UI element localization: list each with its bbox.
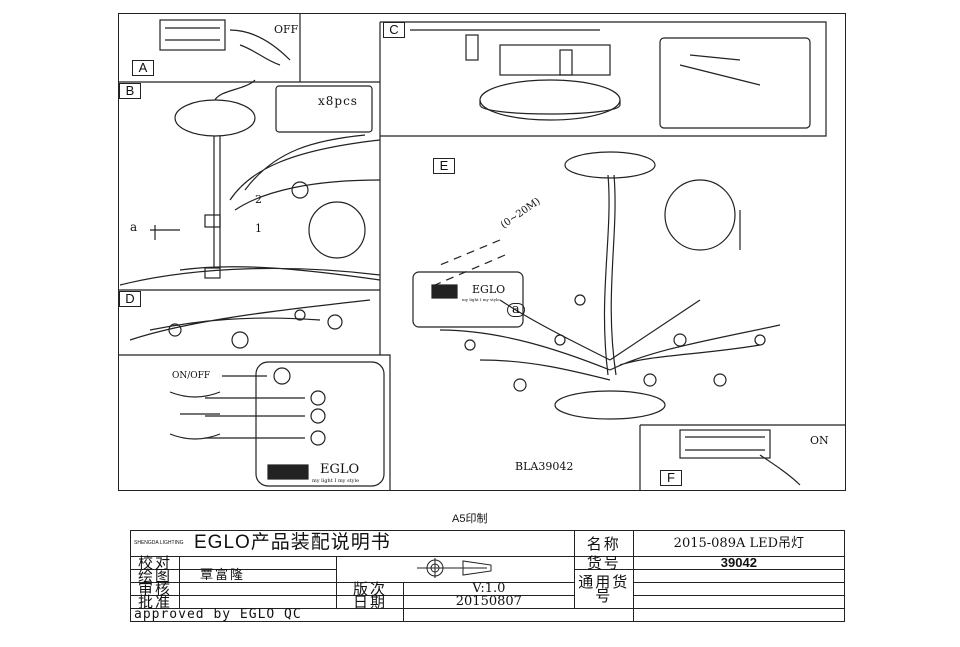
panel-label-c: C bbox=[383, 22, 405, 38]
name-value: 2015-089A LED吊灯 bbox=[632, 530, 846, 557]
check-label: 校对 bbox=[130, 556, 180, 571]
review-value bbox=[179, 582, 337, 596]
blank-cell-2 bbox=[632, 608, 846, 622]
review-label: 审核 bbox=[130, 582, 180, 597]
switch-on-label: ON bbox=[810, 434, 829, 447]
remote-slogan-e: my light I my style bbox=[462, 297, 500, 302]
panel-label-f: F bbox=[660, 470, 682, 486]
document-title: EGLO产品装配说明书 bbox=[194, 532, 391, 554]
draw-value: 覃富隆 bbox=[179, 569, 337, 583]
panel-label-a: A bbox=[132, 60, 154, 76]
ceiling-mount-illustration bbox=[410, 29, 811, 129]
panel-label-b: B bbox=[119, 83, 141, 99]
date-label: 日期 bbox=[336, 595, 404, 610]
step-a-e-label: a bbox=[507, 303, 525, 317]
assembly-b-illustration bbox=[119, 79, 381, 286]
third-angle-projection-icon bbox=[417, 558, 492, 578]
item-no-label: 货号 bbox=[573, 556, 634, 571]
parts-count-label: x8pcs bbox=[318, 94, 358, 108]
general-no-value-2 bbox=[632, 582, 846, 596]
remote-brand-e: EGLO bbox=[472, 283, 506, 296]
wall-switch-on-illustration bbox=[679, 429, 801, 486]
remote-brand: EGLO bbox=[320, 462, 360, 477]
chandelier-illustration bbox=[412, 151, 781, 420]
step-1-label: 1 bbox=[255, 222, 262, 235]
print-note: A5印制 bbox=[452, 513, 488, 525]
general-no-value-1 bbox=[632, 569, 846, 583]
panel-label-e: E bbox=[433, 158, 455, 174]
approve-label: 批准 bbox=[130, 595, 180, 610]
general-no-value-3 bbox=[632, 595, 846, 609]
company-logo: SHENGDA LIGHTING bbox=[134, 540, 184, 547]
panel-label-d: D bbox=[119, 291, 141, 307]
instruction-sheet-frame bbox=[118, 13, 846, 491]
approved-by: approved by EGLO QC bbox=[130, 608, 404, 622]
remote-on-off-label: ON/OFF bbox=[172, 371, 211, 381]
title-block: SHENGDA LIGHTING EGLO产品装配说明书 名称 2015-089A… bbox=[130, 530, 846, 622]
step-a-label: a bbox=[130, 220, 138, 234]
model-number: BLA39042 bbox=[515, 460, 574, 473]
item-no-value: 39042 bbox=[632, 556, 846, 570]
remote-slogan: my light I my style bbox=[312, 478, 360, 484]
blank-cell-1 bbox=[403, 608, 634, 622]
title-cell: SHENGDA LIGHTING EGLO产品装配说明书 bbox=[130, 530, 575, 557]
projection-symbol bbox=[336, 556, 575, 583]
general-no-label: 通用货号 bbox=[573, 569, 634, 609]
version-label: 版次 bbox=[336, 582, 404, 597]
step-2-label: 2 bbox=[255, 193, 262, 206]
wall-switch-off-illustration bbox=[159, 19, 291, 66]
switch-off-label: OFF bbox=[274, 23, 299, 36]
name-label: 名称 bbox=[573, 530, 634, 557]
assembly-d-illustration bbox=[129, 299, 371, 349]
date-value: 20150807 bbox=[403, 595, 575, 609]
remote-control-illustration bbox=[169, 361, 385, 487]
